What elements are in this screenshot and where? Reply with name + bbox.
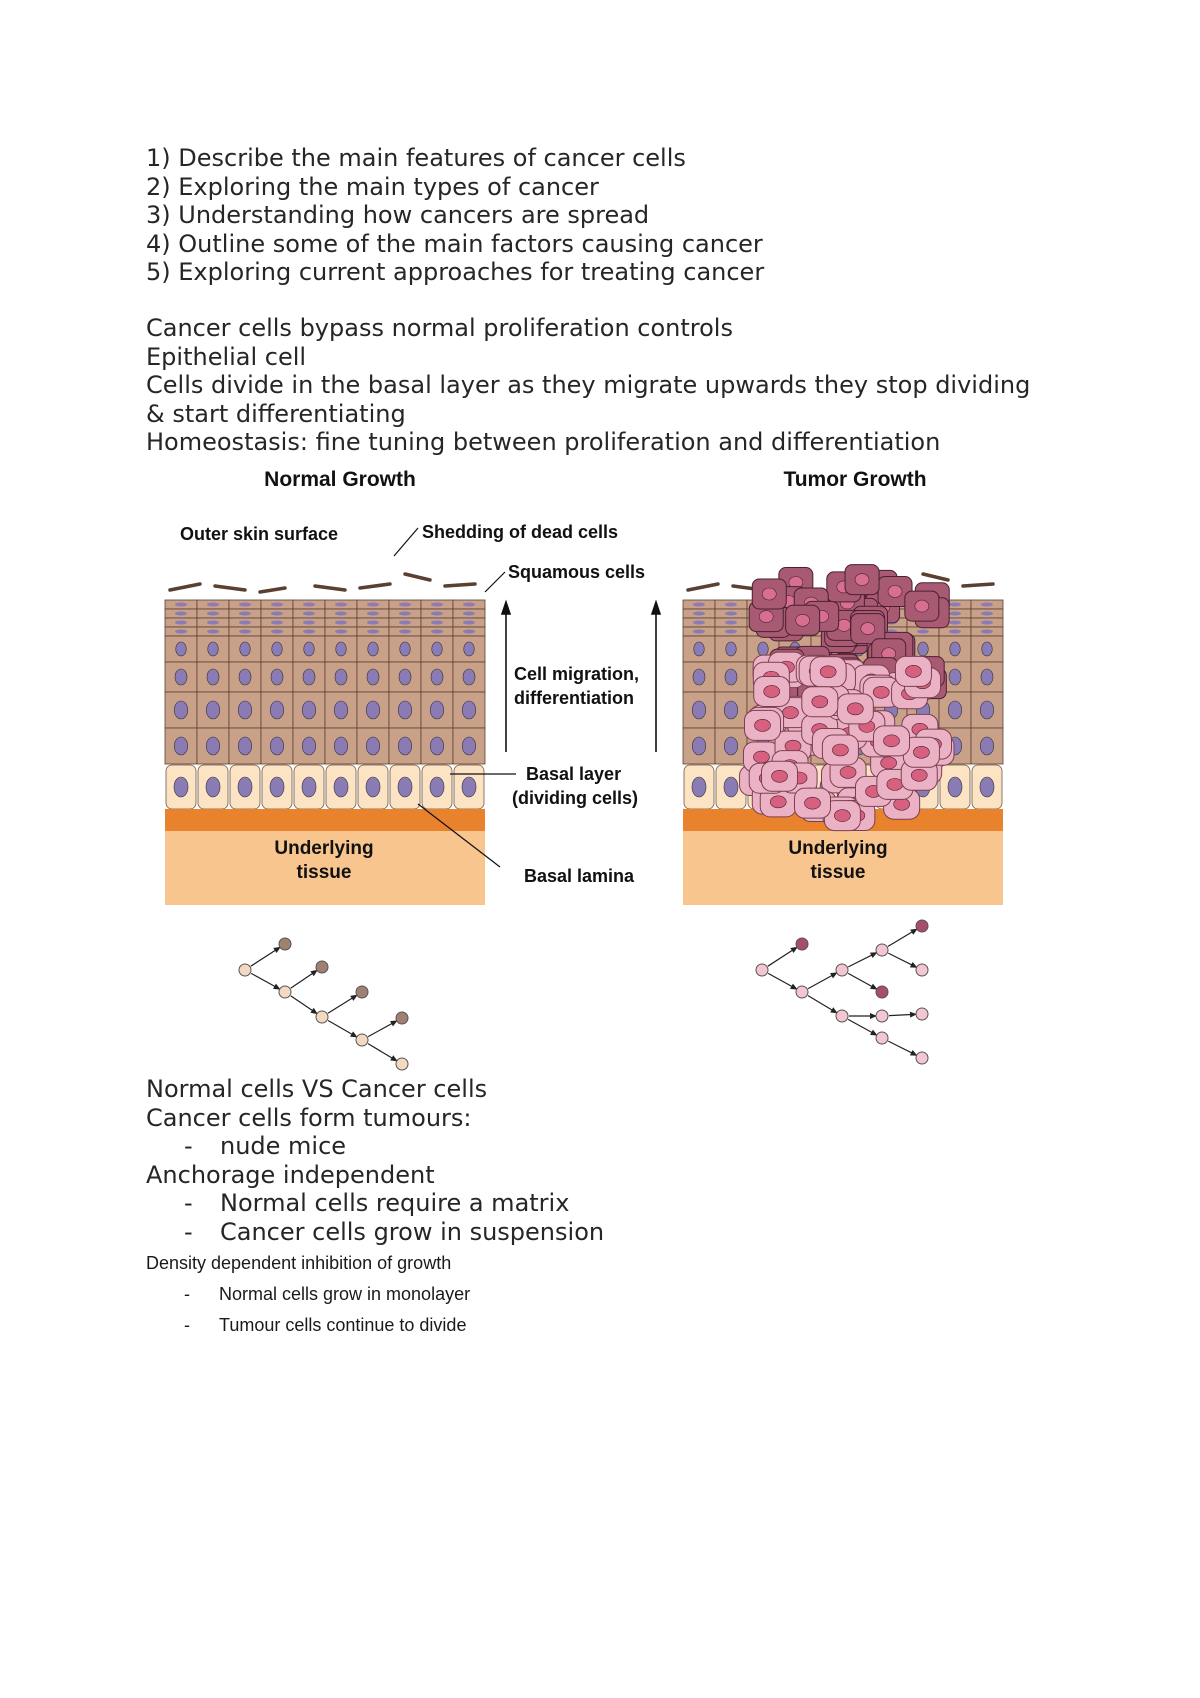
- outer-skin-label: Outer skin surface: [180, 524, 338, 544]
- tumor-division-tree: [755, 919, 929, 1065]
- underlying-tissue-label: Underlying: [274, 838, 373, 859]
- growth-diagram: Normal Growth Tumor Growth Outer skin su…: [164, 468, 1004, 1071]
- subheading: Cancer cells form tumours:: [146, 1103, 472, 1132]
- section-heading: Normal cells VS Cancer cells: [146, 1075, 488, 1103]
- objective-item: 3) Understanding how cancers are spread: [146, 201, 650, 229]
- basal-lamina-pointer: [417, 803, 501, 868]
- basal-layer-label: Basal layer: [526, 764, 621, 784]
- normal-epithelium: [164, 572, 486, 905]
- bullet-item: -Cancer cells grow in suspension: [184, 1217, 605, 1246]
- intro-line: Homeostasis: fine tuning between prolife…: [146, 428, 941, 456]
- underlying-tissue-label: Underlying: [788, 838, 887, 859]
- objective-item: 1) Describe the main features of cancer …: [146, 144, 686, 172]
- squamous-pointer: [484, 571, 506, 593]
- squamous-label: Squamous cells: [508, 562, 645, 582]
- tumor-growth-title: Tumor Growth: [783, 468, 926, 491]
- basal-lamina-label: Basal lamina: [524, 866, 635, 886]
- normal-growth-title: Normal Growth: [264, 468, 416, 491]
- objective-item: 2) Exploring the main types of cancer: [146, 172, 599, 201]
- section-density: Density dependent inhibition of growth -…: [146, 1248, 470, 1341]
- objectives-list: 1) Describe the main features of cancer …: [146, 144, 764, 287]
- underlying-tissue-label: tissue: [811, 862, 866, 883]
- shedding-label: Shedding of dead cells: [422, 522, 618, 542]
- intro-paragraph: Cancer cells bypass normal proliferation…: [146, 314, 1030, 457]
- migration-label: differentiation: [514, 688, 634, 708]
- basal-layer-label: (dividing cells): [512, 788, 638, 808]
- shedding-pointer: [393, 527, 419, 557]
- intro-line: Cancer cells bypass normal proliferation…: [146, 314, 733, 342]
- intro-line: Epithelial cell: [146, 342, 307, 371]
- bullet-item: -nude mice: [184, 1132, 347, 1160]
- bullet-item: -Normal cells grow in monolayer: [184, 1284, 471, 1304]
- migration-label: Cell migration,: [514, 664, 639, 684]
- migration-arrows: [500, 599, 662, 752]
- objective-item: 5) Exploring current approaches for trea…: [146, 258, 765, 286]
- objective-item: 4) Outline some of the main factors caus…: [146, 229, 763, 258]
- tumor-epithelium: [682, 564, 1004, 905]
- intro-line: Cells divide in the basal layer as they …: [146, 371, 1031, 399]
- underlying-tissue-label: tissue: [297, 862, 352, 883]
- subheading: Anchorage independent: [146, 1160, 435, 1189]
- normal-division-tree: [238, 937, 409, 1071]
- section-heading: Density dependent inhibition of growth: [146, 1253, 452, 1273]
- section-normal-vs-cancer: Normal cells VS Cancer cells Cancer cell…: [146, 1075, 604, 1246]
- bullet-item: -Normal cells require a matrix: [184, 1189, 570, 1217]
- intro-line: & start differentiating: [146, 399, 406, 428]
- bullet-item: -Tumour cells continue to divide: [184, 1315, 467, 1335]
